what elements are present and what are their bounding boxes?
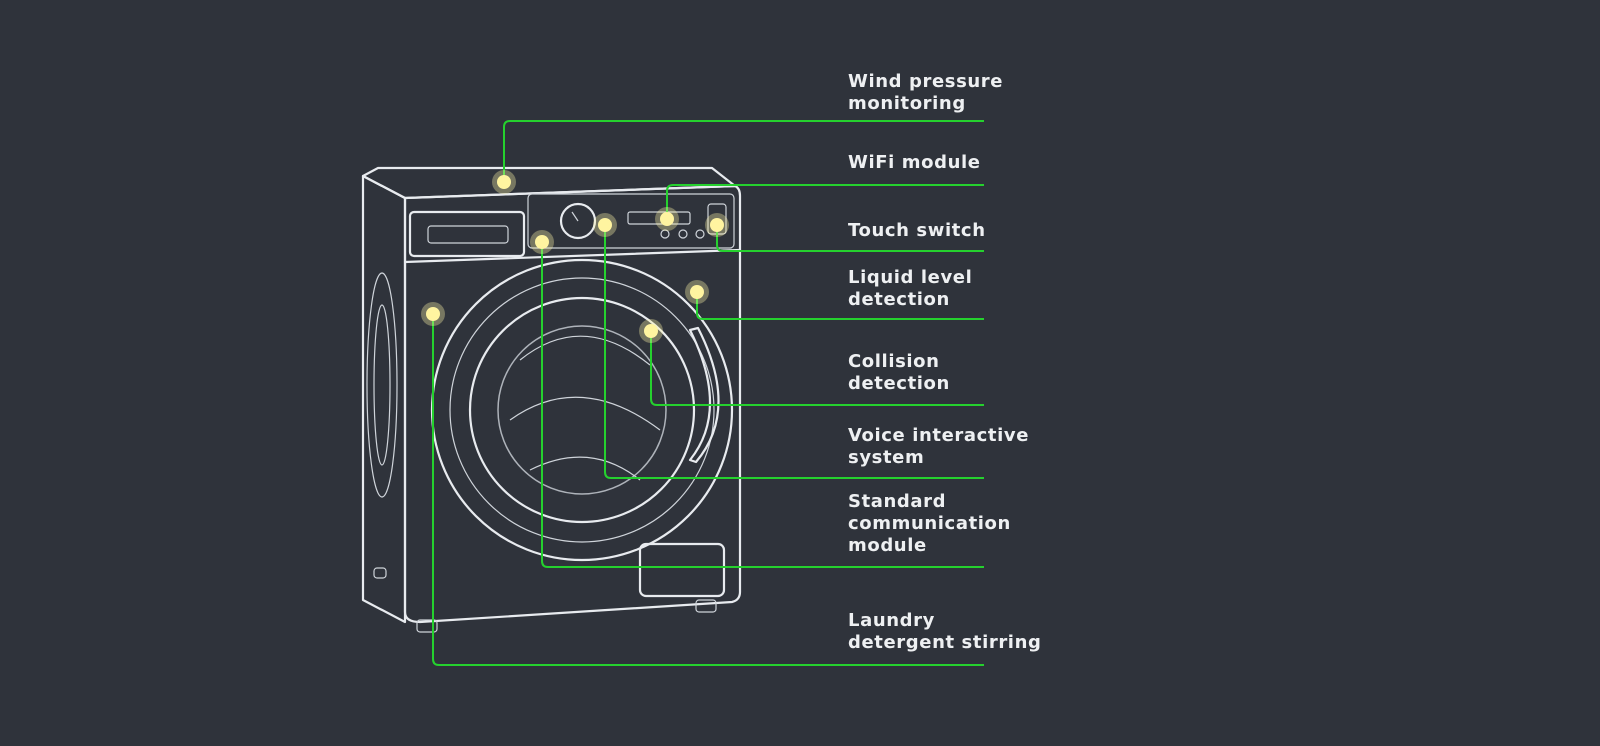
leader-line-liquid-level bbox=[696, 292, 984, 320]
leader-line-detergent bbox=[432, 314, 984, 666]
leader-line-touch-switch bbox=[716, 225, 984, 252]
callout-label-collision-detection: Collision detection bbox=[848, 351, 950, 394]
callout-label-wifi-module: WiFi module bbox=[848, 152, 981, 173]
leader-line-wind-pressure bbox=[503, 120, 984, 182]
leader-line-collision bbox=[650, 331, 984, 406]
callout-label-wind-pressure: Wind pressure monitoring bbox=[848, 71, 1010, 114]
leader-line-voice bbox=[604, 225, 984, 479]
hotspot-collision-detection-icon bbox=[639, 319, 663, 343]
leader-lines bbox=[432, 120, 984, 666]
callout-labels: Wind pressure monitoring WiFi module Tou… bbox=[848, 71, 1041, 653]
hotspot-wind-pressure-icon bbox=[492, 170, 516, 194]
hotspot-touch-switch-icon bbox=[705, 213, 729, 237]
callout-label-voice-interactive: Voice interactive system bbox=[848, 425, 1036, 468]
callout-label-laundry-detergent: Laundry detergent stirring bbox=[848, 610, 1041, 653]
callout-label-liquid-level: Liquid level detection bbox=[848, 267, 979, 310]
hotspot-standard-communication-icon bbox=[530, 230, 554, 254]
hotspot-liquid-level-icon bbox=[685, 280, 709, 304]
hotspot-voice-interactive-icon bbox=[593, 213, 617, 237]
callout-label-touch-switch: Touch switch bbox=[848, 220, 986, 241]
hotspot-wifi-module-icon bbox=[655, 207, 679, 231]
hotspot-detergent-stirring-icon bbox=[421, 302, 445, 326]
washing-machine-icon bbox=[361, 166, 742, 633]
callout-label-standard-communication: Standard communication module bbox=[848, 491, 1018, 556]
hotspots bbox=[421, 170, 729, 343]
leader-line-wifi bbox=[666, 184, 984, 219]
leader-line-communication bbox=[541, 242, 984, 568]
